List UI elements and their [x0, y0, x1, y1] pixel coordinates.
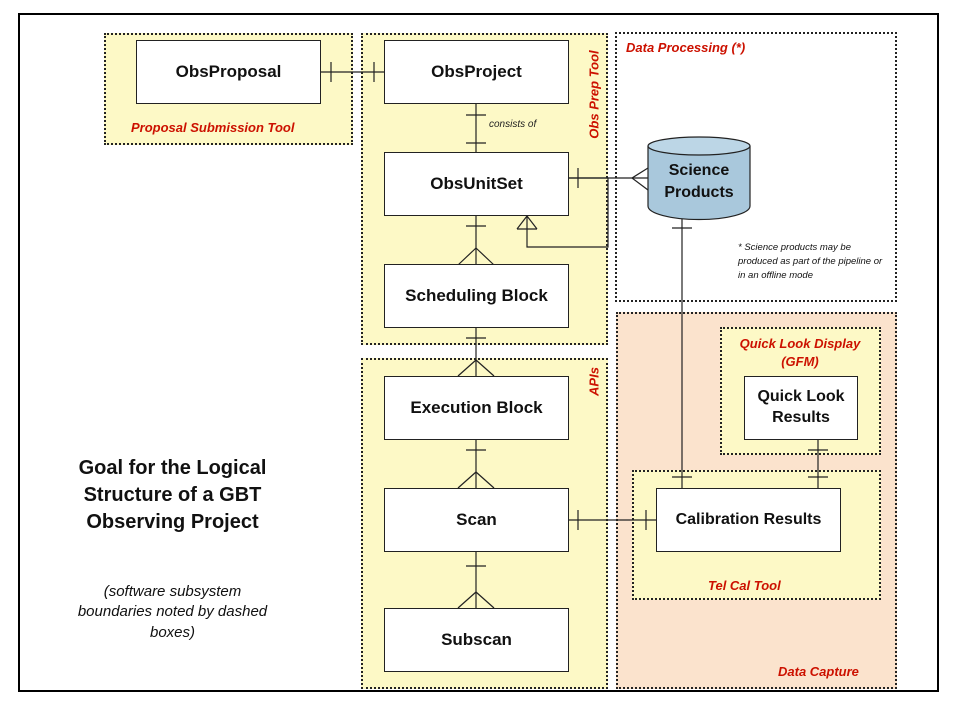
- science-products-footnote: * Science products may be produced as pa…: [738, 242, 883, 281]
- scheduling-block-box: Scheduling Block: [384, 264, 569, 328]
- obs-unit-set-box: ObsUnitSet: [384, 152, 569, 216]
- quick-look-results-box: Quick Look Results: [744, 376, 858, 440]
- obs-project-box: ObsProject: [384, 40, 569, 104]
- proposal-submission-tool-label: Proposal Submission Tool: [131, 120, 295, 135]
- diagram-frame: [18, 13, 939, 692]
- goal-subtitle: (software subsystem boundaries noted by …: [77, 583, 268, 641]
- data-processing-label: Data Processing (*): [626, 40, 746, 55]
- subscan-box: Subscan: [384, 608, 569, 672]
- calibration-results-box: Calibration Results: [656, 488, 841, 552]
- science-products-label: Science Products: [664, 162, 734, 201]
- goal-title: Goal for the Logical Structure of a GBT …: [78, 457, 267, 533]
- obs-proposal-box: ObsProposal: [136, 40, 321, 104]
- data-capture-label: Data Capture: [778, 664, 859, 679]
- quick-look-display-label: Quick Look Display (GFM): [739, 336, 861, 369]
- scan-box: Scan: [384, 488, 569, 552]
- science-products-cylinder: [647, 136, 751, 221]
- consists-of-label: consists of: [489, 119, 537, 130]
- tel-cal-tool-label: Tel Cal Tool: [708, 578, 781, 593]
- execution-block-box: Execution Block: [384, 376, 569, 440]
